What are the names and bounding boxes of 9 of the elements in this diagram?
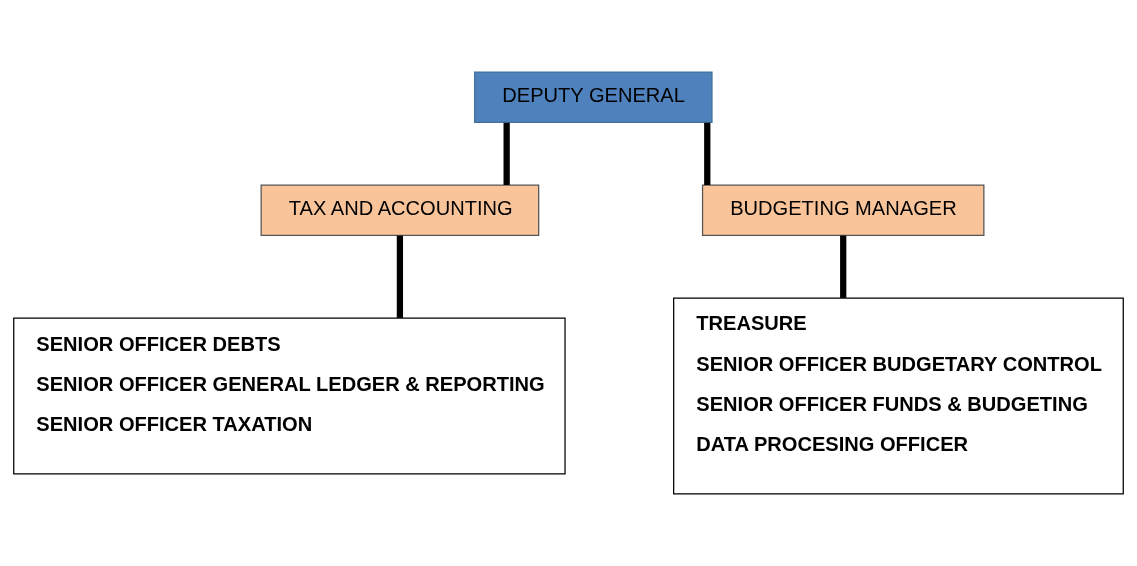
connector (503, 122, 510, 185)
node-box: TREASURE SENIOR OFFICER BUDGETARY CONTROL SENIOR OFFICER FUNDS & BUDGETING DATA PROCESING OFFICER (673, 297, 1124, 495)
node-box: DEPUTY GENERAL (474, 71, 713, 123)
connector (704, 122, 711, 185)
connector (840, 235, 847, 298)
node-box: SENIOR OFFICER DEBTS SENIOR OFFICER GENERAL LEDGER & REPORTING SENIOR OFFICER TAXATION (13, 317, 566, 475)
node-box: TAX AND ACCOUNTING (260, 184, 540, 236)
node-box: BUDGETING MANAGER (701, 184, 985, 236)
connector (396, 235, 404, 318)
